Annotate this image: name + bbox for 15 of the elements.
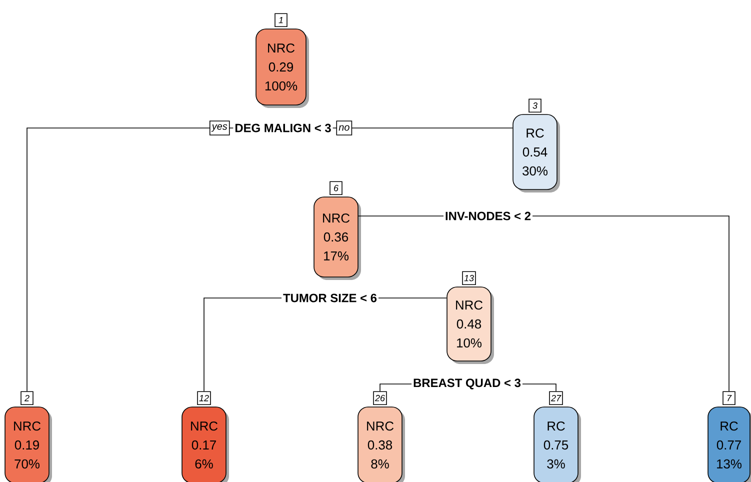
split-label: DEG MALIGN < 3 (233, 122, 333, 134)
node-number-tag: 7 (722, 391, 736, 405)
node-number-tag: 26 (373, 391, 387, 405)
node-number-tag: 13 (462, 271, 476, 285)
split-label: BREAST QUAD < 3 (412, 377, 522, 391)
node-number-tag: 6 (330, 181, 342, 195)
branch-tag: yes (209, 120, 230, 136)
branch-tag: no (336, 120, 352, 136)
split-label: TUMOR SIZE < 6 (282, 292, 378, 304)
node-number-tag: 3 (528, 98, 542, 112)
split-label: INV-NODES < 2 (443, 210, 533, 222)
node-number-tag: 2 (20, 391, 34, 405)
node-number-tag: 1 (274, 13, 288, 27)
node-number-tag: 27 (549, 391, 563, 405)
node-number-tag: 12 (197, 391, 211, 405)
